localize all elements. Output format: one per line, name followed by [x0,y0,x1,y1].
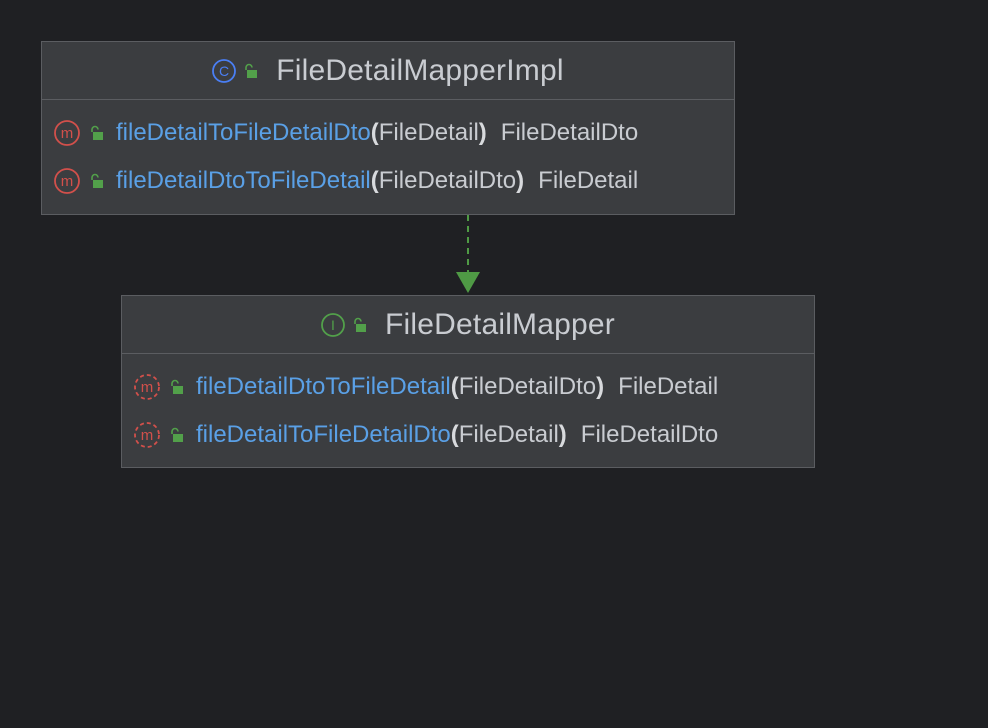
method-icon: m [54,120,80,146]
interface-members: m fileDetailDtoToFileDetail(FileDetailDt… [122,354,814,459]
svg-text:I: I [331,317,335,333]
public-lock-icon [171,427,183,442]
method-name: fileDetailDtoToFileDetail [196,373,451,400]
method-row[interactable]: m fileDetailDtoToFileDetail(FileDetailDt… [122,363,814,411]
class-members: m fileDetailToFileDetailDto(FileDetail)F… [42,100,734,205]
method-params: FileDetailDto [458,373,597,400]
method-row[interactable]: m fileDetailDtoToFileDetail(FileDetailDt… [42,157,734,205]
method-row[interactable]: m fileDetailToFileDetailDto(FileDetail) F… [122,411,814,459]
return-type: FileDetail [538,167,639,194]
close-paren: ) [558,421,567,448]
return-type: FileDetail [618,373,719,400]
method-name: fileDetailDtoToFileDetail [116,167,371,194]
svg-text:m: m [141,427,154,444]
method-name: fileDetailToFileDetailDto [116,119,371,146]
method-name: fileDetailToFileDetailDto [196,421,451,448]
svg-text:C: C [219,63,229,79]
svg-text:m: m [61,173,74,190]
open-paren: ( [370,119,379,146]
method-params: FileDetailDto [378,167,517,194]
return-type: FileDetailDto [580,421,719,448]
class-node-header: C FileDetailMapperImpl [42,42,734,100]
abstract-method-icon: m [134,422,160,448]
svg-text:m: m [61,125,74,142]
close-paren: ) [516,167,525,194]
method-params: FileDetail [378,119,479,146]
close-paren: ) [478,119,487,146]
close-paren: ) [596,373,605,400]
public-lock-icon [245,63,258,78]
open-paren: ( [450,421,459,448]
method-row[interactable]: m fileDetailToFileDetailDto(FileDetail) F… [42,109,734,157]
class-node[interactable]: C FileDetailMapperImpl m fileDetailToFil… [41,41,735,215]
open-paren: ( [370,167,379,194]
public-lock-icon [354,317,367,332]
public-lock-icon [171,379,183,394]
open-paren: ( [450,373,459,400]
public-lock-icon [91,173,103,188]
public-lock-icon [91,125,103,140]
interface-node-header: I FileDetailMapper [122,296,814,354]
method-params: FileDetail [458,421,559,448]
interface-icon: I [321,312,345,337]
arrowhead-icon [456,272,480,293]
interface-node[interactable]: I FileDetailMapper m fileDetailDtoToFile… [121,295,815,468]
return-type: FileDetailDto [500,119,639,146]
interface-title: FileDetailMapper [385,307,615,341]
abstract-method-icon: m [134,374,160,400]
svg-text:m: m [141,379,154,396]
class-title: FileDetailMapperImpl [276,53,564,87]
method-icon: m [54,168,80,194]
class-icon: C [212,58,237,83]
